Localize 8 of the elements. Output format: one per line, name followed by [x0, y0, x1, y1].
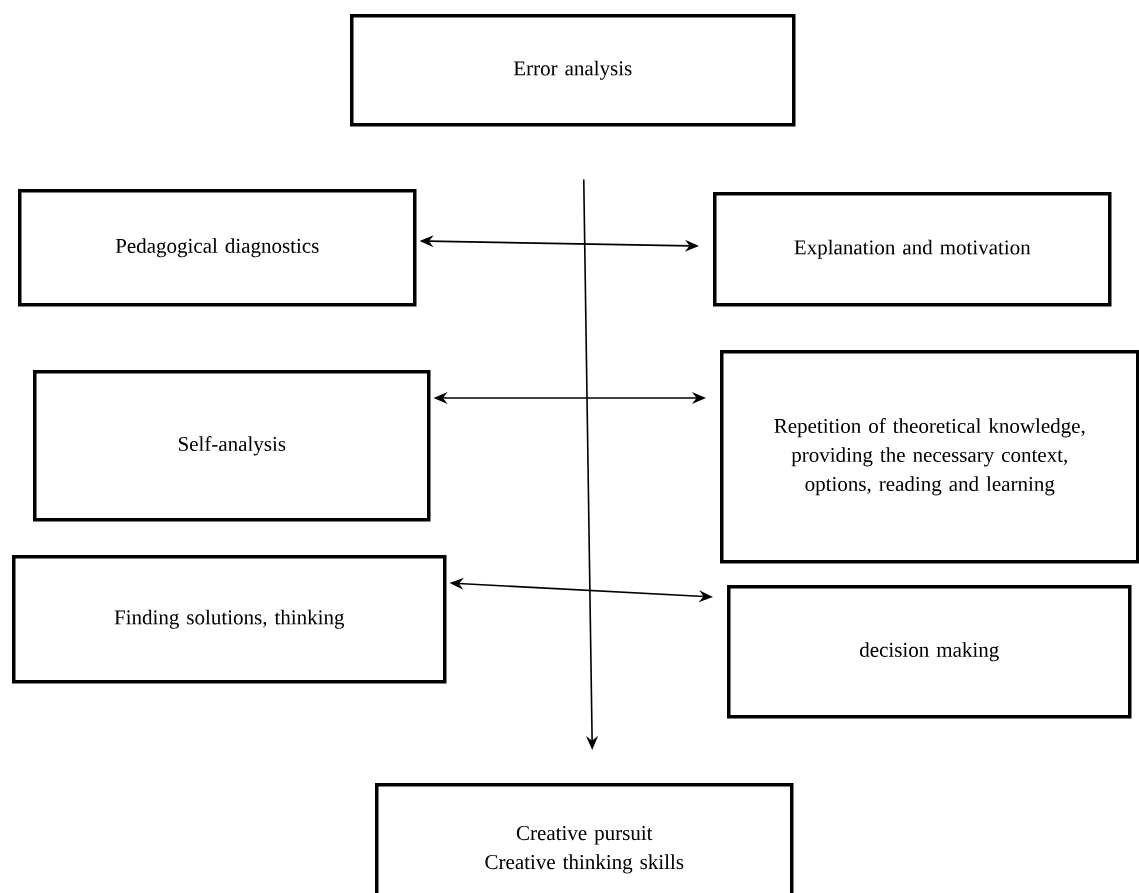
text-box: Pedagogical diagnostics — [18, 189, 417, 307]
text-box: decision making — [727, 585, 1132, 719]
text-box: Finding solutions, thinking — [12, 555, 447, 684]
text-box: Explanation and motivation — [713, 192, 1112, 307]
text-box: Error analysis — [350, 14, 796, 127]
text-box: Self-analysis — [33, 370, 431, 522]
text-box: Repetition of theoretical knowledge, providing the necessary context, options, reading and learning — [720, 350, 1139, 564]
text-box: Creative pursuit Creative thinking skills — [375, 783, 794, 893]
